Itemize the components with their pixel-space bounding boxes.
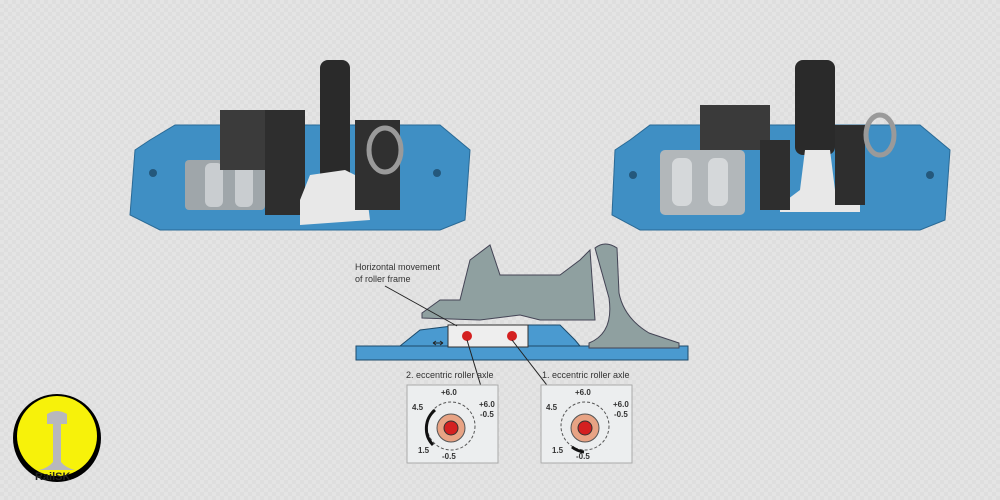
detail2-left-upper: 4.5	[412, 403, 424, 412]
movement-label-line2: of roller frame	[355, 274, 411, 284]
detail2-right-upper: +6.0	[479, 400, 495, 409]
detail2-right-lower: -0.5	[480, 410, 494, 419]
detail1-left-upper: 4.5	[546, 403, 558, 412]
detail1-left-lower: 1.5	[552, 446, 564, 455]
detail1-right-upper: +6.0	[613, 400, 629, 409]
roller-axle-2	[462, 331, 472, 341]
detail2-left-lower: 1.5	[418, 446, 430, 455]
railsk-logo	[13, 394, 101, 482]
detail1-right-lower: -0.5	[614, 410, 628, 419]
axle-1-label: 1. eccentric roller axle	[542, 370, 630, 380]
slide-plate-photo-right	[611, 60, 951, 231]
axle-2-label: 2. eccentric roller axle	[406, 370, 494, 380]
cross-section-diagram	[355, 243, 689, 394]
detail2-top: +6.0	[441, 388, 457, 397]
detail2-bottom: -0.5	[442, 452, 456, 461]
detail1-top: +6.0	[575, 388, 591, 397]
movement-label-line1: Horizontal movement	[355, 262, 441, 272]
roller-axle-1	[507, 331, 517, 341]
axle-detail-1	[540, 384, 633, 464]
slide-plate-photo-left	[129, 60, 471, 231]
axle-detail-2	[406, 384, 499, 464]
logo-text: RailSK	[35, 471, 71, 483]
detail1-bottom: -0.5	[576, 452, 590, 461]
